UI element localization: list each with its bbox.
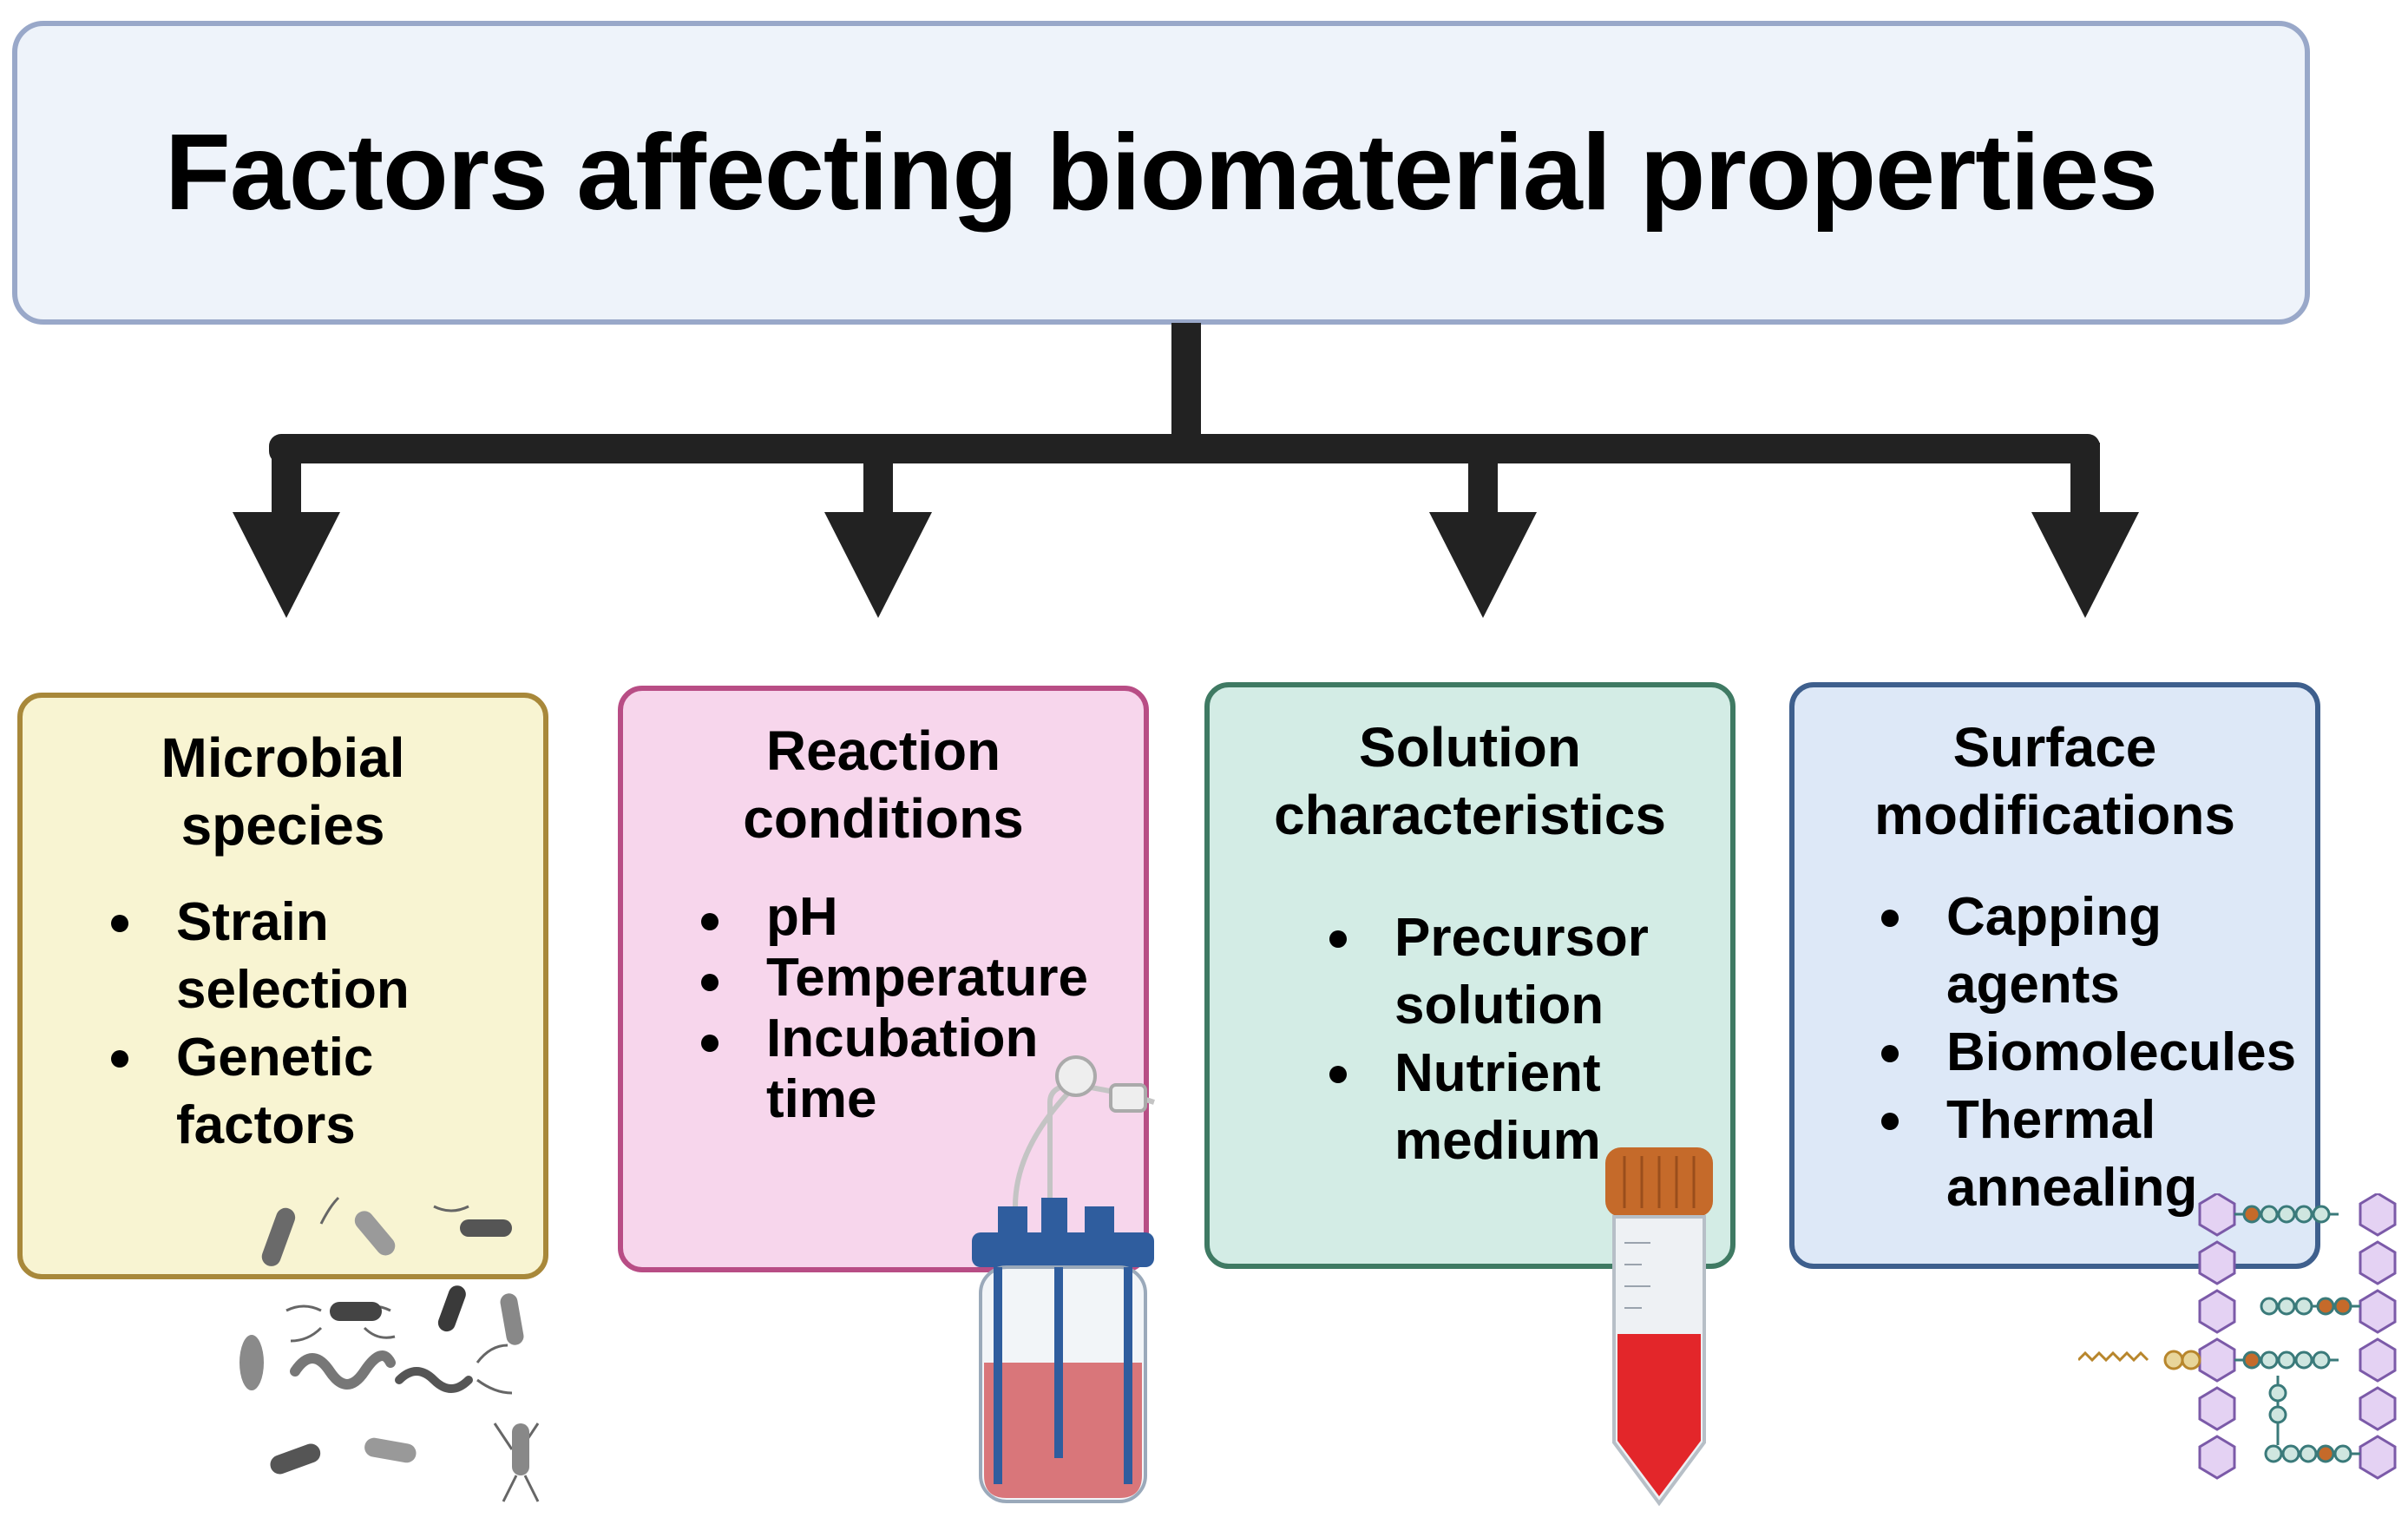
arrow-3 xyxy=(1429,443,1537,618)
card-heading: Solution characteristics xyxy=(1274,716,1666,846)
title-box: Factors affecting biomaterial properties xyxy=(12,21,2310,325)
card-reaction-conditions: Reaction conditions pH Temperature Incub… xyxy=(618,686,1149,1272)
bacteria-illustration-icon xyxy=(239,1196,540,1502)
branch-line xyxy=(269,434,2100,463)
centrifuge-tube-illustration-icon xyxy=(1605,1147,1713,1507)
bioreactor-illustration-icon xyxy=(972,1055,1155,1503)
card-heading: Microbial species xyxy=(161,726,405,857)
arrow-1 xyxy=(233,443,340,618)
arrow-2 xyxy=(824,443,932,618)
list-item: Temperature xyxy=(701,948,1088,1009)
biomolecule-chain-illustration-icon xyxy=(2078,1193,2397,1480)
list-item: pH xyxy=(701,887,1088,948)
card-heading: Reaction conditions xyxy=(743,720,1024,850)
diagram-title: Factors affecting biomaterial properties xyxy=(165,113,2158,233)
list-item: Biomolecules xyxy=(1881,1019,2296,1087)
card-heading: Surface modifications xyxy=(1873,716,2236,846)
arrow-4 xyxy=(2031,443,2139,618)
trunk-line xyxy=(1171,323,1201,444)
